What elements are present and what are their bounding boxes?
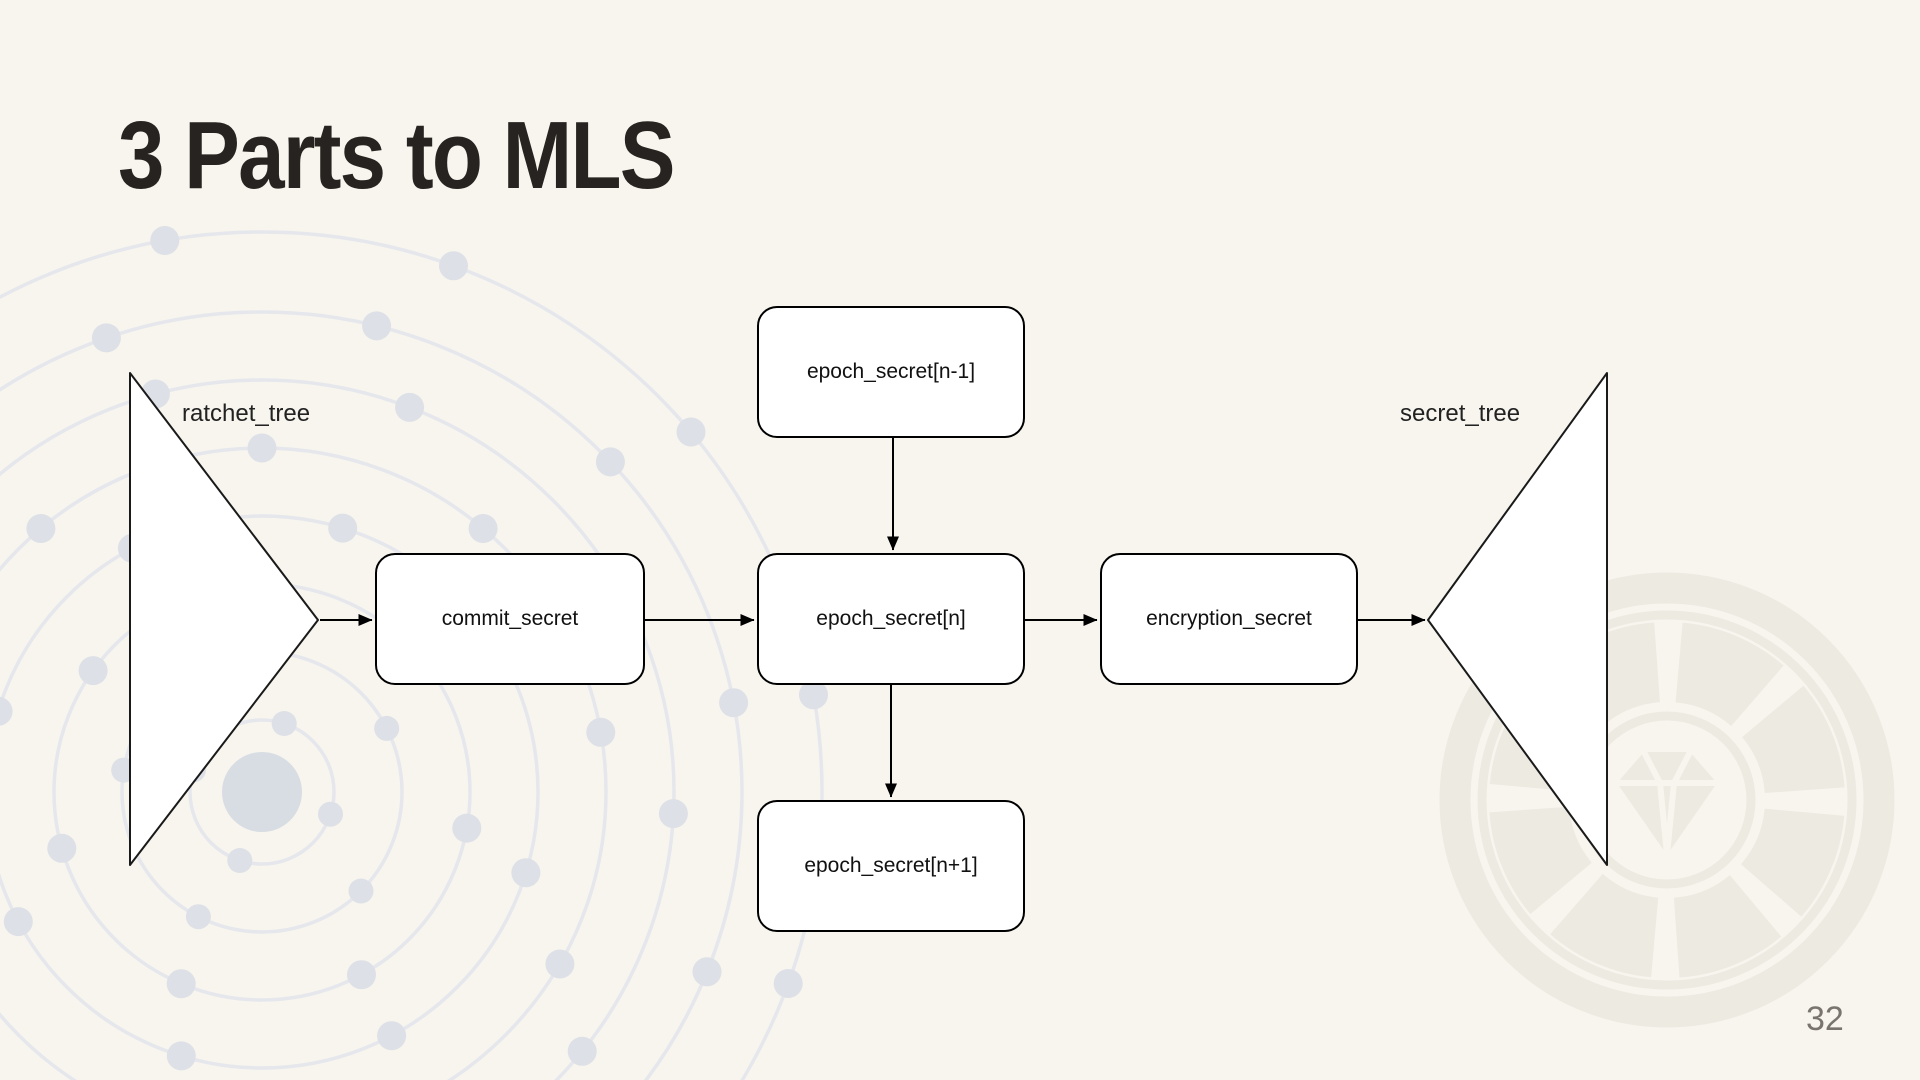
- secret-tree-label: secret_tree: [1400, 400, 1521, 427]
- ratchet-tree-label: ratchet_tree: [182, 400, 311, 427]
- node-epoch-secret-next: epoch_secret[n+1]: [757, 800, 1025, 932]
- secret-tree-triangle: [1427, 372, 1608, 866]
- page-number: 32: [1806, 1000, 1844, 1038]
- node-epoch-secret-current: epoch_secret[n]: [757, 553, 1025, 685]
- slide-title: 3 Parts to MLS: [118, 102, 675, 209]
- node-epoch-secret-prev: epoch_secret[n-1]: [757, 306, 1025, 438]
- diamond-icon: [1617, 750, 1717, 856]
- node-encryption-secret: encryption_secret: [1100, 553, 1358, 685]
- node-commit-secret: commit_secret: [375, 553, 645, 685]
- ratchet-tree-triangle: [129, 372, 319, 866]
